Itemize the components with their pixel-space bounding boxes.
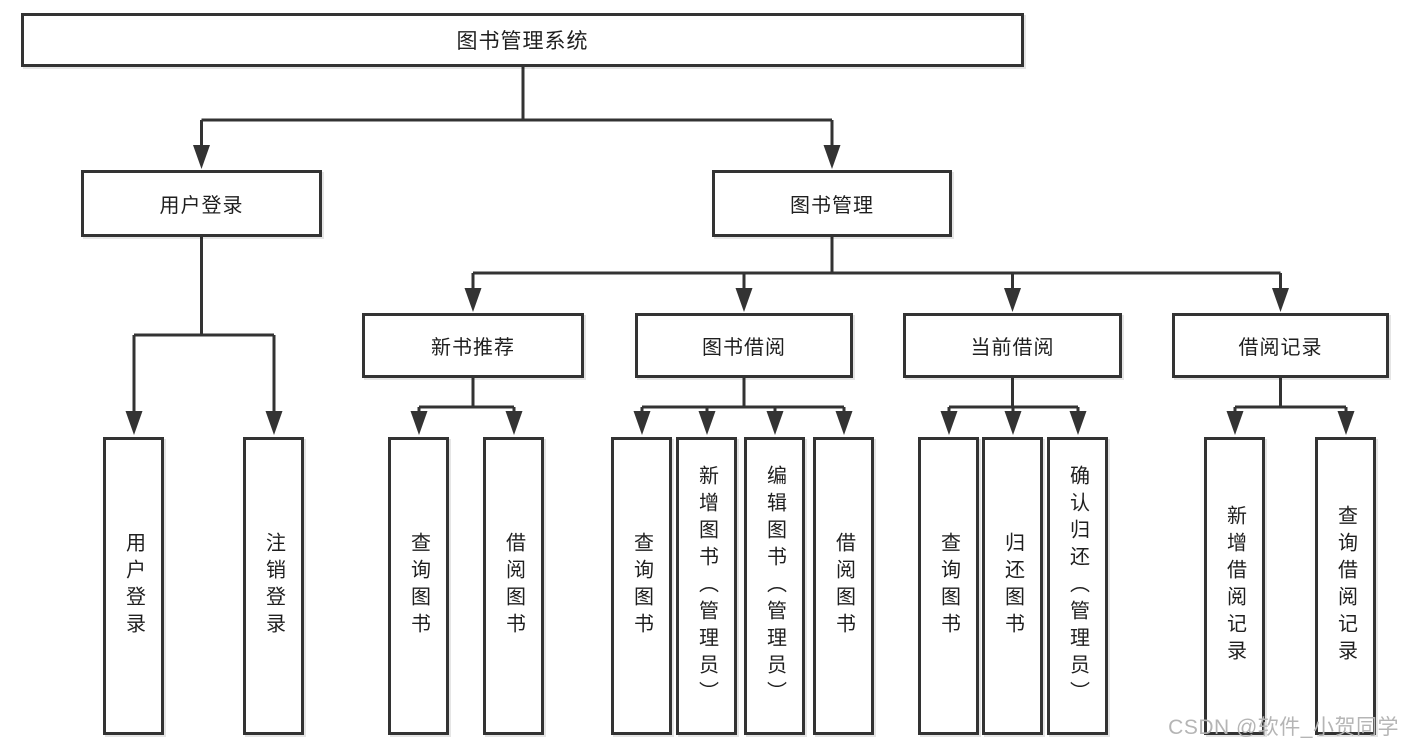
leaf-label: 新增图书（管理员） bbox=[695, 464, 718, 708]
leaf-label: 借阅图书 bbox=[502, 532, 525, 640]
node-borrow-records: 借阅记录 bbox=[1172, 313, 1389, 378]
node-leaf-query-books-borrow: 查询图书 bbox=[611, 437, 672, 735]
node-current-borrow: 当前借阅 bbox=[903, 313, 1122, 378]
node-leaf-logout: 注销登录 bbox=[243, 437, 304, 735]
node-leaf-query-borrow-record: 查询借阅记录 bbox=[1315, 437, 1376, 735]
node-leaf-edit-book-admin: 编辑图书（管理员） bbox=[744, 437, 805, 735]
node-leaf-confirm-return-admin: 确认归还（管理员） bbox=[1047, 437, 1108, 735]
leaf-label: 查询图书 bbox=[407, 532, 430, 640]
node-leaf-query-books-recommend: 查询图书 bbox=[388, 437, 449, 735]
node-leaf-borrow-books: 借阅图书 bbox=[813, 437, 874, 735]
node-root: 图书管理系统 bbox=[21, 13, 1024, 67]
leaf-label: 确认归还（管理员） bbox=[1066, 464, 1089, 708]
node-new-book-recommend: 新书推荐 bbox=[362, 313, 584, 378]
leaf-label: 新增借阅记录 bbox=[1223, 505, 1246, 667]
node-leaf-user-login: 用户登录 bbox=[103, 437, 164, 735]
leaf-label: 查询借阅记录 bbox=[1334, 505, 1357, 667]
node-leaf-query-books-current: 查询图书 bbox=[918, 437, 979, 735]
leaf-label: 归还图书 bbox=[1001, 532, 1024, 640]
node-leaf-borrow-books-recommend: 借阅图书 bbox=[483, 437, 544, 735]
node-book-borrow: 图书借阅 bbox=[635, 313, 853, 378]
leaf-label: 借阅图书 bbox=[832, 532, 855, 640]
node-leaf-add-book-admin: 新增图书（管理员） bbox=[676, 437, 737, 735]
leaf-label: 编辑图书（管理员） bbox=[763, 464, 786, 708]
leaf-label: 查询图书 bbox=[937, 532, 960, 640]
node-leaf-return-book: 归还图书 bbox=[982, 437, 1043, 735]
leaf-label: 查询图书 bbox=[630, 532, 653, 640]
leaf-label: 用户登录 bbox=[122, 532, 145, 640]
node-user-login: 用户登录 bbox=[81, 170, 322, 237]
node-book-management: 图书管理 bbox=[712, 170, 952, 237]
node-leaf-add-borrow-record: 新增借阅记录 bbox=[1204, 437, 1265, 735]
leaf-label: 注销登录 bbox=[262, 532, 285, 640]
